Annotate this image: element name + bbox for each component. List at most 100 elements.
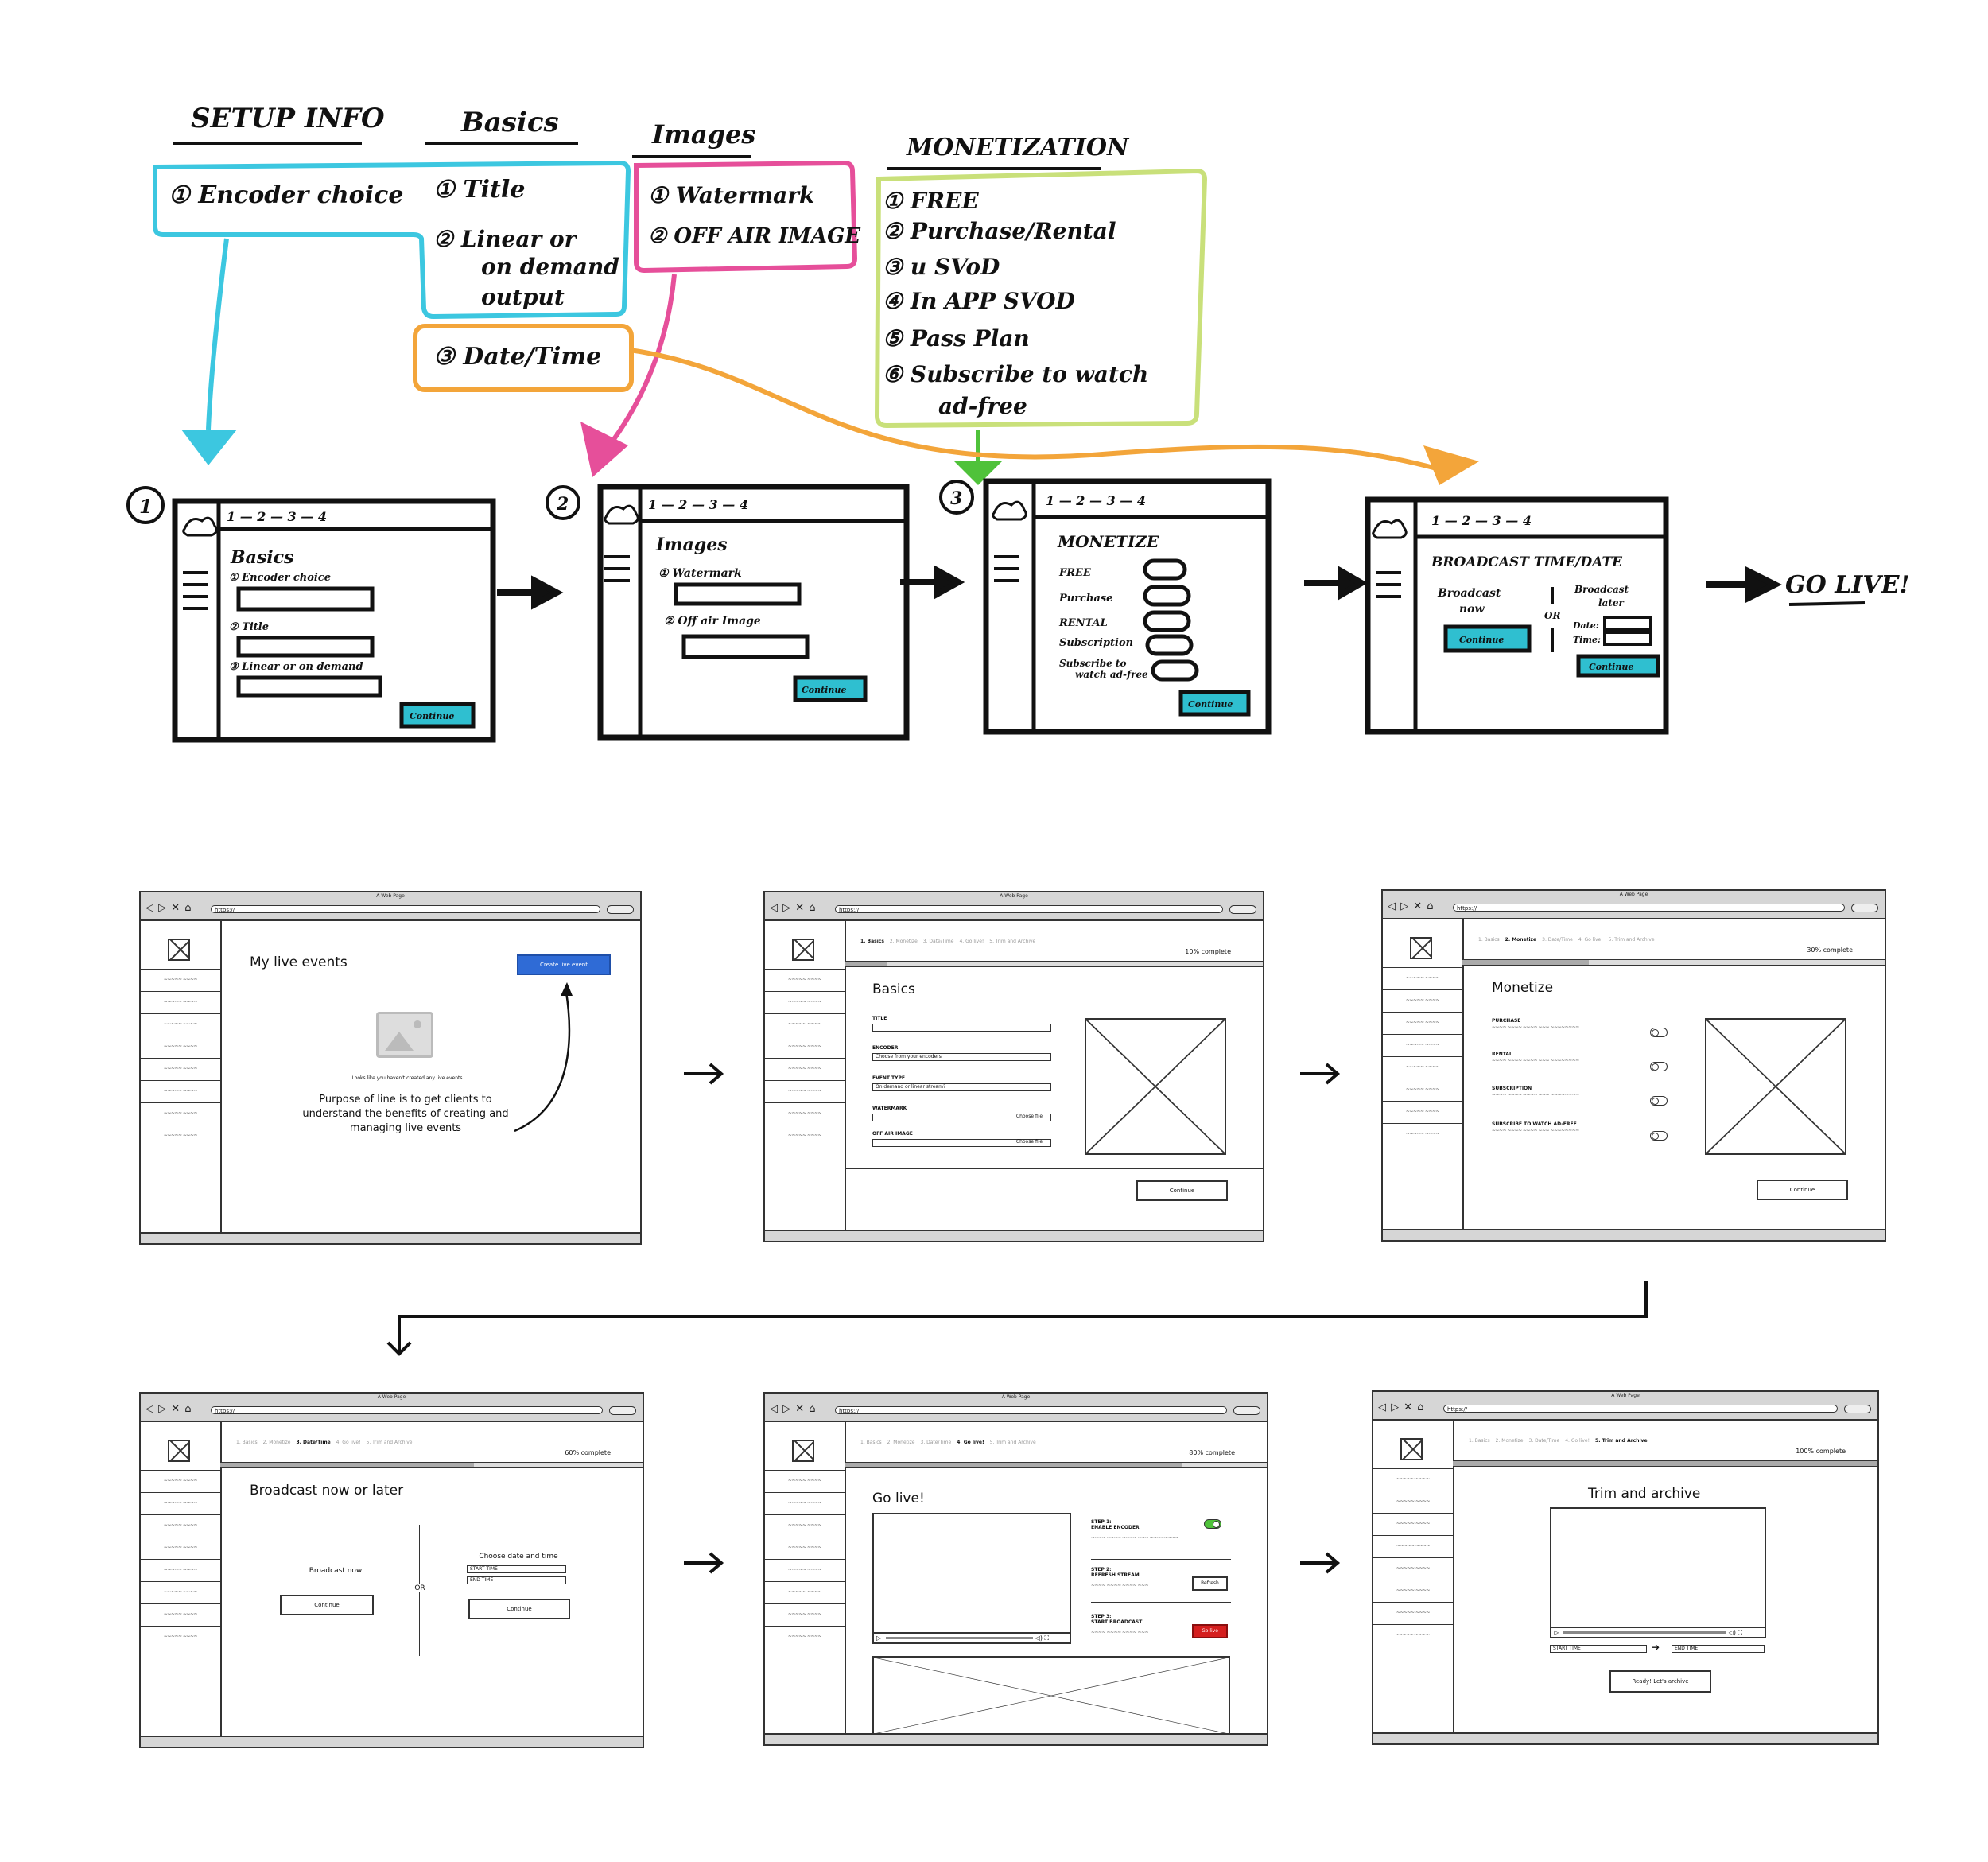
watermark-choose-file-button[interactable]: Choose file [1008, 1114, 1051, 1121]
sidebar-item[interactable]: ~~~~~ ~~~~ [765, 1603, 845, 1627]
step-tab-basics[interactable]: 1. Basics [860, 939, 884, 944]
sidebar-item[interactable]: ~~~~~ ~~~~ [765, 1537, 845, 1560]
sidebar-item[interactable]: ~~~~~ ~~~~ [765, 1058, 845, 1081]
search-pill[interactable] [609, 1406, 636, 1415]
search-pill[interactable] [1233, 1406, 1260, 1415]
step-tab-trim[interactable]: 5. Trim and Archive [989, 1440, 1036, 1445]
step-tab-trim[interactable]: 5. Trim and Archive [366, 1440, 413, 1445]
sidebar-item[interactable]: ~~~~~ ~~~~ [765, 1514, 845, 1537]
sidebar-item[interactable]: ~~~~~ ~~~~ [141, 1036, 220, 1059]
step-tab-go-live[interactable]: 4. Go live! [1578, 937, 1603, 943]
purchase-toggle[interactable] [1650, 1028, 1668, 1037]
step-tab-basics[interactable]: 1. Basics [1478, 937, 1500, 943]
end-time-input[interactable]: END TIME [467, 1576, 566, 1584]
sidebar-item[interactable]: ~~~~~ ~~~~ [1383, 1034, 1462, 1057]
sidebar-item[interactable]: ~~~~~ ~~~~ [141, 1581, 220, 1604]
browser-nav-icons[interactable]: ◁ ▷ ✕ ⌂ [1378, 1401, 1425, 1413]
choose-date-continue-button[interactable]: Continue [468, 1599, 570, 1619]
sidebar-item[interactable]: ~~~~~ ~~~~ [141, 1626, 220, 1649]
event-type-select[interactable]: On demand or linear stream? [872, 1083, 1051, 1091]
sidebar-item[interactable]: ~~~~~ ~~~~ [141, 1514, 220, 1537]
sidebar-item[interactable]: ~~~~~ ~~~~ [765, 1125, 845, 1148]
sidebar-item[interactable]: ~~~~~ ~~~~ [765, 1559, 845, 1582]
sidebar-item[interactable]: ~~~~~ ~~~~ [141, 1013, 220, 1036]
sidebar-item[interactable]: ~~~~~ ~~~~ [1383, 1056, 1462, 1079]
sidebar-item[interactable]: ~~~~~ ~~~~ [1373, 1513, 1453, 1536]
encoder-select[interactable]: Choose from your encoders [872, 1053, 1051, 1061]
url-bar[interactable]: https:// [835, 1406, 1227, 1414]
sidebar-item[interactable]: ~~~~~ ~~~~ [141, 1537, 220, 1560]
ready-archive-button[interactable]: Ready! Let's archive [1609, 1670, 1711, 1693]
sidebar-item[interactable]: ~~~~~ ~~~~ [141, 1492, 220, 1515]
title-input[interactable] [872, 1024, 1051, 1032]
sidebar-item[interactable]: ~~~~~ ~~~~ [1373, 1624, 1453, 1647]
browser-nav-icons[interactable]: ◁ ▷ ✕ ⌂ [146, 1403, 192, 1415]
browser-nav-icons[interactable]: ◁ ▷ ✕ ⌂ [770, 1403, 817, 1415]
sidebar-item[interactable]: ~~~~~ ~~~~ [1373, 1580, 1453, 1603]
search-pill[interactable] [1844, 1405, 1871, 1413]
step-tab-trim[interactable]: 5. Trim and Archive [1595, 1438, 1648, 1444]
sidebar-item[interactable]: ~~~~~ ~~~~ [765, 1581, 845, 1604]
start-time-input[interactable]: START TIME [467, 1565, 566, 1573]
step-tab-trim[interactable]: 5. Trim and Archive [989, 939, 1036, 944]
subscription-toggle[interactable] [1650, 1096, 1668, 1106]
start-time-input[interactable]: START TIME [1550, 1645, 1647, 1653]
sidebar-item[interactable]: ~~~~~ ~~~~ [1383, 1079, 1462, 1102]
sidebar-item[interactable]: ~~~~~ ~~~~ [141, 1125, 220, 1148]
url-bar[interactable]: https:// [835, 905, 1223, 913]
sidebar-item[interactable]: ~~~~~ ~~~~ [1383, 989, 1462, 1013]
sidebar-item[interactable]: ~~~~~ ~~~~ [765, 1102, 845, 1125]
broadcast-now-continue-button[interactable]: Continue [280, 1595, 374, 1615]
step-tab-monetize[interactable]: 2. Monetize [1505, 937, 1537, 943]
browser-nav-icons[interactable]: ◁ ▷ ✕ ⌂ [146, 902, 192, 914]
sidebar-item[interactable]: ~~~~~ ~~~~ [765, 1492, 845, 1515]
sidebar-item[interactable]: ~~~~~ ~~~~ [765, 1470, 845, 1493]
search-pill[interactable] [607, 905, 634, 914]
continue-button[interactable]: Continue [1136, 1180, 1228, 1201]
end-time-input[interactable]: END TIME [1672, 1645, 1765, 1653]
sidebar-item[interactable]: ~~~~~ ~~~~ [141, 1603, 220, 1627]
step-tab-basics[interactable]: 1. Basics [1469, 1438, 1490, 1444]
sidebar-item[interactable]: ~~~~~ ~~~~ [141, 1559, 220, 1582]
sidebar-item[interactable]: ~~~~~ ~~~~ [1373, 1557, 1453, 1580]
go-live-button[interactable]: Go live [1192, 1624, 1228, 1638]
sidebar-item[interactable]: ~~~~~ ~~~~ [1383, 1123, 1462, 1146]
sidebar-item[interactable]: ~~~~~ ~~~~ [1383, 1012, 1462, 1035]
step-tab-basics[interactable]: 1. Basics [860, 1440, 882, 1445]
step-tab-date[interactable]: 3. Date/Time [1542, 937, 1573, 943]
step-tab-date[interactable]: 3. Date/Time [922, 939, 954, 944]
sidebar-item[interactable]: ~~~~~ ~~~~ [1383, 1101, 1462, 1124]
sidebar-item[interactable]: ~~~~~ ~~~~ [141, 969, 220, 992]
sidebar-item[interactable]: ~~~~~ ~~~~ [141, 1080, 220, 1103]
rental-toggle[interactable] [1650, 1062, 1668, 1071]
off-air-choose-file-button[interactable]: Choose file [1008, 1139, 1051, 1147]
step-tab-monetize[interactable]: 2. Monetize [1495, 1438, 1524, 1444]
step-tab-monetize[interactable]: 2. Monetize [262, 1440, 291, 1445]
sidebar-item[interactable]: ~~~~~ ~~~~ [765, 969, 845, 992]
step-tab-go-live[interactable]: 4. Go live! [957, 1440, 984, 1445]
sidebar-item[interactable]: ~~~~~ ~~~~ [141, 1058, 220, 1081]
sidebar-item[interactable]: ~~~~~ ~~~~ [141, 1470, 220, 1493]
video-controls[interactable]: ▷ ◁) ⛶ [1550, 1627, 1766, 1638]
step-tab-basics[interactable]: 1. Basics [236, 1440, 258, 1445]
url-bar[interactable]: https:// [211, 1406, 603, 1414]
sidebar-item[interactable]: ~~~~~ ~~~~ [1373, 1535, 1453, 1558]
search-pill[interactable] [1229, 905, 1256, 914]
sidebar-item[interactable]: ~~~~~ ~~~~ [765, 991, 845, 1014]
continue-button[interactable]: Continue [1757, 1180, 1848, 1200]
create-live-event-button[interactable]: Create live event [517, 954, 611, 975]
sidebar-item[interactable]: ~~~~~ ~~~~ [765, 1080, 845, 1103]
step-tab-date[interactable]: 3. Date/Time [1528, 1438, 1560, 1444]
sidebar-item[interactable]: ~~~~~ ~~~~ [765, 1036, 845, 1059]
video-controls[interactable]: ▷ ◁) ⛶ [872, 1632, 1071, 1644]
sidebar-item[interactable]: ~~~~~ ~~~~ [1373, 1468, 1453, 1491]
sidebar-item[interactable]: ~~~~~ ~~~~ [141, 991, 220, 1014]
step-tab-date[interactable]: 3. Date/Time [296, 1440, 331, 1445]
sidebar-item[interactable]: ~~~~~ ~~~~ [1383, 967, 1462, 990]
sidebar-item[interactable]: ~~~~~ ~~~~ [765, 1013, 845, 1036]
sidebar-item[interactable]: ~~~~~ ~~~~ [141, 1102, 220, 1125]
url-bar[interactable]: https:// [1453, 904, 1845, 912]
refresh-button[interactable]: Refresh [1192, 1576, 1228, 1591]
url-bar[interactable]: https:// [1443, 1405, 1838, 1413]
step-tab-monetize[interactable]: 2. Monetize [887, 1440, 915, 1445]
